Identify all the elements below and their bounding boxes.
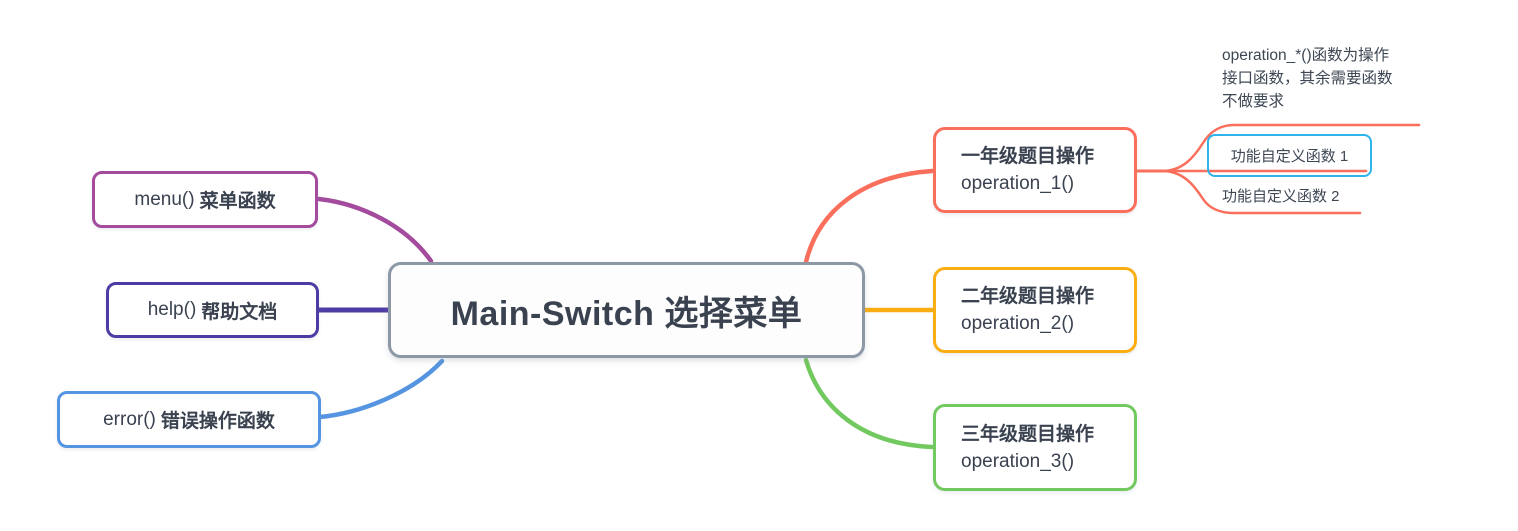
topic-operation-3-title: 三年级题目操作	[961, 423, 1095, 445]
topic-help-code: help()	[147, 299, 197, 320]
topic-operation-3[interactable]: 三年级题目操作 operation_3()	[933, 404, 1137, 491]
topic-menu-label: 菜单函数	[199, 191, 276, 212]
topic-operation-3-code: operation_3()	[961, 450, 1075, 472]
topic-operation-1[interactable]: 一年级题目操作 operation_1()	[933, 127, 1137, 213]
topic-menu-function[interactable]: menu() 菜单函数	[92, 171, 318, 228]
topic-operation-2-title: 二年级题目操作	[961, 286, 1095, 307]
topic-custom-func-2[interactable]: 功能自定义函数 2	[1222, 188, 1340, 205]
topic-note[interactable]: operation_*()函数为操作 接口函数，其余需要函数 不做要求	[1222, 47, 1393, 110]
topic-menu-code: menu()	[134, 188, 195, 210]
topic-operation-2[interactable]: 二年级题目操作 operation_2()	[933, 267, 1137, 353]
topic-main-switch-label: Main-Switch 选择菜单	[450, 294, 803, 333]
topic-main-switch[interactable]: Main-Switch 选择菜单	[388, 262, 865, 358]
topic-custom-func-1[interactable]: 功能自定义函数 1	[1207, 134, 1372, 177]
topic-error-code: error()	[103, 408, 156, 430]
branch-line-op3	[803, 357, 935, 450]
topic-error-function[interactable]: error() 错误操作函数	[57, 391, 321, 448]
topic-help-label: 帮助文档	[201, 301, 278, 323]
topic-operation-1-title: 一年级题目操作	[961, 146, 1095, 167]
topic-operation-1-code: operation_1()	[961, 173, 1075, 194]
branch-line-func2	[1160, 169, 1362, 215]
branch-line-error	[317, 358, 445, 420]
branch-line-note	[1160, 123, 1421, 173]
topic-help-function[interactable]: help() 帮助文档	[106, 282, 319, 338]
topic-custom-func-1-label: 功能自定义函数 1	[1230, 148, 1349, 165]
topic-error-label: 错误操作函数	[160, 411, 275, 432]
branch-line-op1	[803, 168, 935, 265]
branch-line-menu	[316, 196, 434, 264]
topic-operation-2-code: operation_2()	[961, 313, 1075, 334]
